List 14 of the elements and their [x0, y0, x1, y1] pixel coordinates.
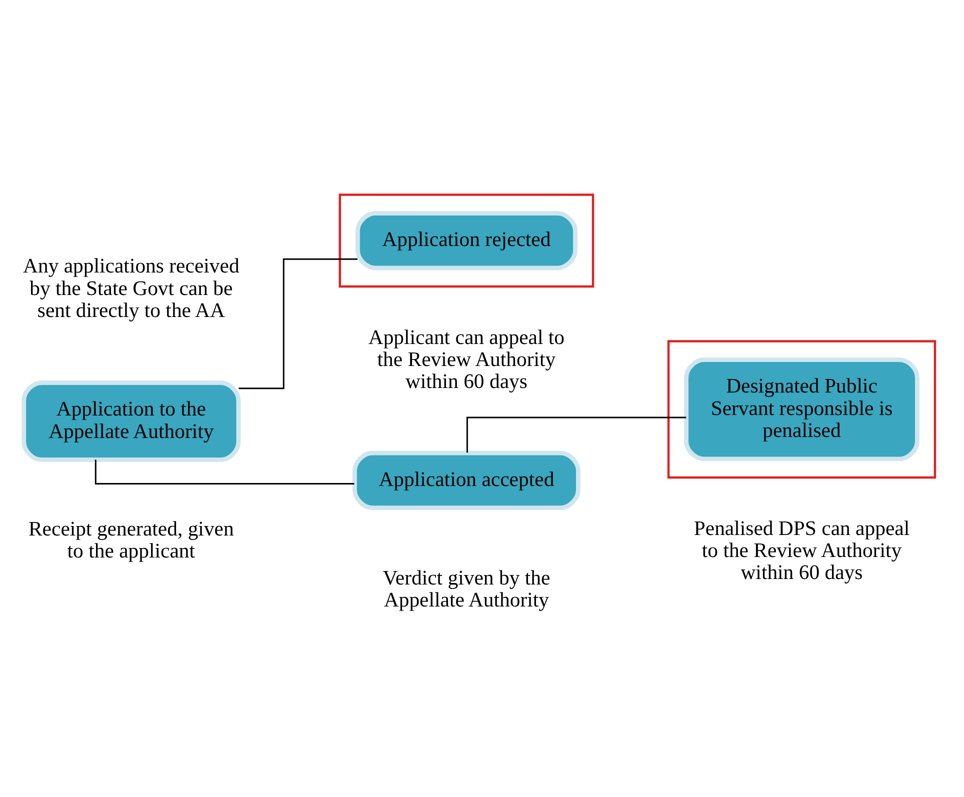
node-label: Receipt generated, given to the applicant [28, 518, 234, 562]
node-box: Application to the Appellate Authority [22, 380, 241, 462]
node-label: Any applications received by the State Govt can be sent directly to the AA [23, 255, 240, 322]
node-label: Applicant can appeal to the Review Authority within 60 days [368, 326, 565, 393]
node-box: Application rejected [355, 210, 578, 270]
connector [94, 459, 354, 484]
cluster [667, 340, 936, 478]
node-box: Application accepted [352, 450, 580, 510]
connector [238, 258, 358, 389]
node-label: Penalised DPS can appeal to the Review Authority within 60 days [694, 517, 910, 584]
connector [466, 416, 686, 452]
label: Verdict given by the Appellate Authority [382, 566, 550, 612]
node-box: Designated Public Servant responsible is penalised [684, 357, 920, 461]
cluster [338, 193, 594, 288]
